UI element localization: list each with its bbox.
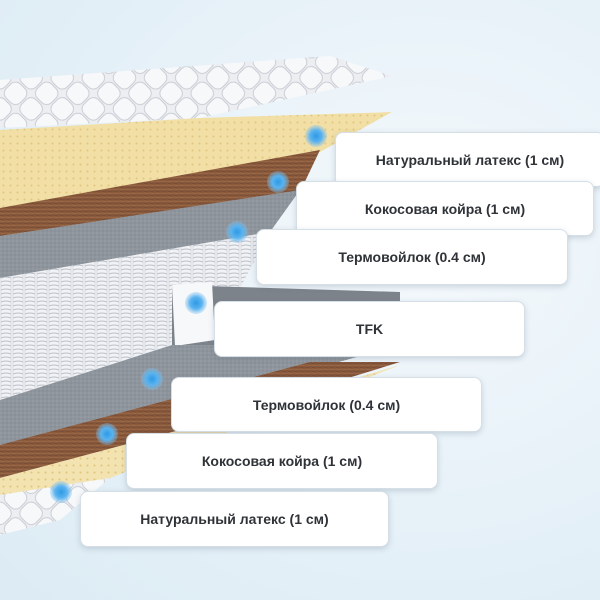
callout-latex-bottom: Натуральный латекс (1 см) [80,491,389,547]
marker-coir-top [267,171,289,193]
callout-felt-top: Термовойлок (0.4 см) [256,229,568,285]
marker-felt-bottom [141,368,163,390]
callout-label: Термовойлок (0.4 см) [253,397,400,413]
callout-label: Натуральный латекс (1 см) [376,152,564,168]
callout-label: Кокосовая койра (1 см) [202,453,362,469]
callout-tfk: TFK [214,301,525,357]
callout-label: Термовойлок (0.4 см) [338,249,485,265]
callout-coir-bottom: Кокосовая койра (1 см) [126,433,438,489]
callout-latex-top: Натуральный латекс (1 см) [335,132,600,187]
callout-felt-bottom: Термовойлок (0.4 см) [171,377,482,432]
marker-latex-bottom [50,481,72,503]
callout-coir-top: Кокосовая койра (1 см) [296,181,594,236]
marker-latex-top [305,125,327,147]
marker-felt-top [226,221,248,243]
marker-tfk [185,292,207,314]
callout-label: Натуральный латекс (1 см) [140,511,328,527]
callout-label: TFK [356,321,383,337]
marker-coir-bottom [96,423,118,445]
callout-label: Кокосовая койра (1 см) [365,201,525,217]
